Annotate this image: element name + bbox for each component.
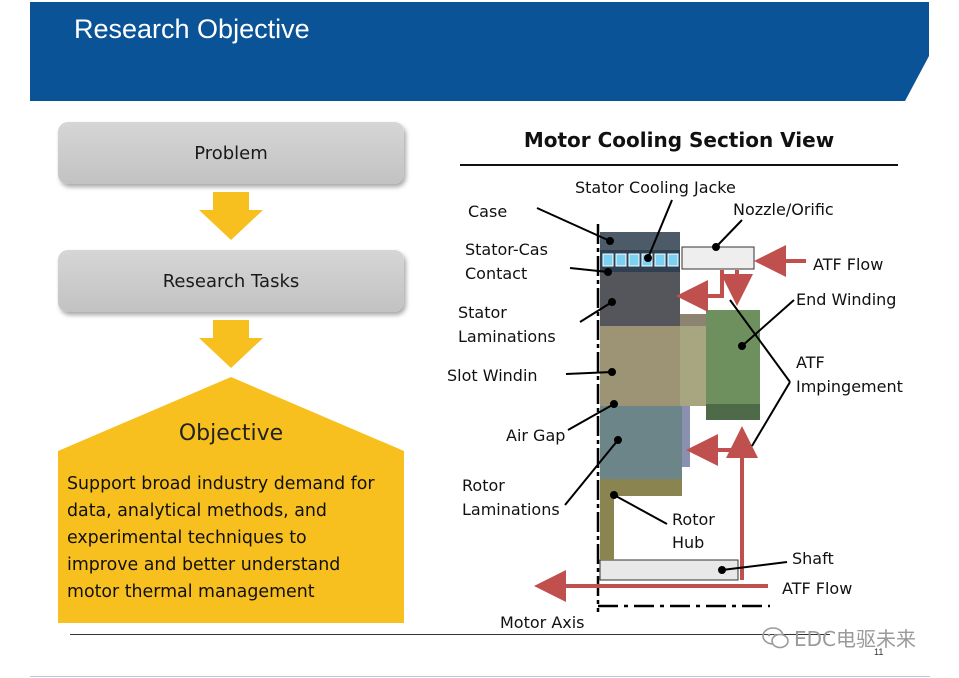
label-end-winding: End Winding (796, 290, 897, 309)
page-number: 11 (874, 647, 884, 657)
down-arrow-icon (199, 320, 263, 368)
label-motor-axis: Motor Axis (500, 613, 585, 632)
stator-end (680, 314, 708, 326)
rotor-end-ring (682, 405, 690, 467)
label-rotor-laminations: Laminations (462, 500, 560, 519)
watermark-text: EDC电驱未来 (794, 627, 917, 651)
objective-title: Objective (178, 421, 284, 446)
objective-text: Support broad industry demand for data, … (67, 471, 399, 606)
label-rotor-hub: Rotor (672, 510, 715, 529)
objective-line: Support broad industry demand for (67, 474, 375, 494)
objective-line: motor thermal management (67, 582, 315, 602)
objective-line: improve and better understand (67, 555, 341, 575)
objective-shape (58, 377, 404, 623)
end-winding-base (706, 404, 760, 420)
label-stator-case-contact: Contact (465, 264, 528, 283)
shaft (599, 559, 739, 581)
label-case: Case (468, 202, 508, 221)
bottom-rule (70, 634, 830, 635)
label-atf-impingement: Impingement (796, 377, 903, 396)
label-air-gap: Air Gap (506, 426, 566, 445)
objective-box: Objective Support broad industry demand … (58, 377, 404, 623)
rotor-laminations (600, 405, 682, 479)
label-slot-winding: Slot Windin (447, 366, 538, 385)
end-winding (706, 310, 760, 420)
label-rotor-hub: Hub (672, 533, 705, 552)
leader-lines (536, 199, 795, 574)
rotor-hub (600, 480, 614, 560)
atf-flow-arrows (534, 245, 806, 602)
label-rotor-laminations: Rotor (462, 476, 505, 495)
slot-winding (600, 326, 680, 406)
label-stator-laminations: Stator (458, 303, 507, 322)
label-atf-flow-bottom: ATF Flow (782, 579, 853, 598)
label-nozzle-orifice: Nozzle/Orific (733, 200, 834, 219)
footer-line (30, 676, 930, 677)
diagram-title: Motor Cooling Section View (523, 128, 835, 152)
label-stator-cooling-jacket: Stator Cooling Jacke (575, 178, 736, 197)
problem-box: Problem (58, 122, 404, 184)
objective-line: experimental techniques to (67, 528, 307, 548)
research-tasks-box: Research Tasks (58, 250, 404, 312)
header-shape (30, 2, 929, 101)
label-atf-flow-top: ATF Flow (813, 255, 884, 274)
rotor-hub (600, 478, 682, 496)
header-banner: Research Objective (0, 0, 959, 104)
slot-winding-extension (680, 326, 708, 406)
wechat-icon (762, 626, 789, 648)
label-stator-laminations: Laminations (458, 327, 556, 346)
watermark: EDC电驱未来 (762, 623, 916, 652)
label-stator-case-contact: Stator-Cas (465, 240, 548, 259)
slide-title: Research Objective (74, 14, 310, 44)
label-shaft: Shaft (792, 549, 834, 568)
down-arrow-icon (199, 192, 263, 240)
objective-line: data, analytical methods, and (67, 501, 327, 521)
label-atf-impingement: ATF (796, 353, 825, 372)
